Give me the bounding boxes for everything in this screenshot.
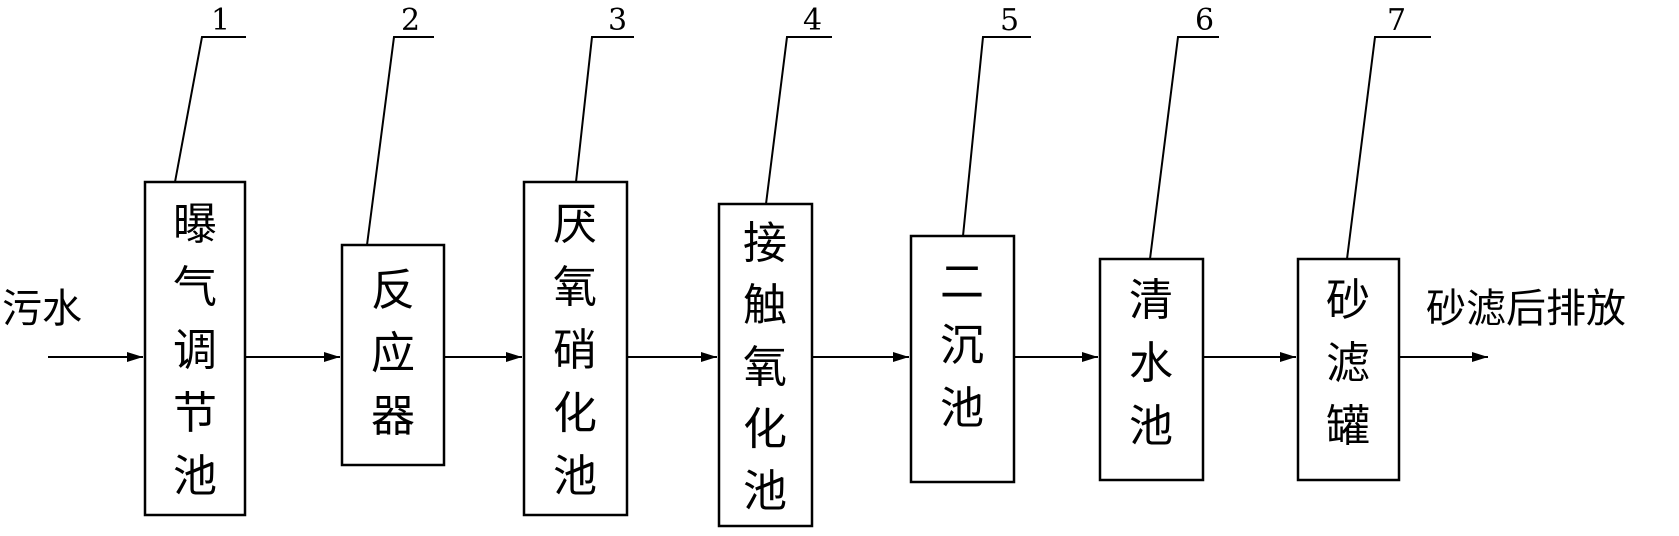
svg-text:砂: 砂 xyxy=(1326,275,1370,326)
input-label: 污水 xyxy=(2,286,82,332)
unit-4: 4 接 触 氧 化 池 xyxy=(717,3,832,528)
svg-text:厌: 厌 xyxy=(553,199,597,250)
svg-text:清: 清 xyxy=(1129,275,1173,326)
svg-text:节: 节 xyxy=(173,388,217,439)
unit-name: 接 触 氧 化 池 xyxy=(743,218,787,517)
unit-1: 1 曝 气 调 节 池 xyxy=(143,3,247,517)
unit-number: 6 xyxy=(1195,3,1214,38)
svg-text:水: 水 xyxy=(1129,338,1173,389)
svg-text:触: 触 xyxy=(743,280,787,331)
svg-text:应: 应 xyxy=(371,328,415,379)
svg-text:化: 化 xyxy=(743,404,787,455)
svg-text:二: 二 xyxy=(940,257,984,308)
unit-name: 砂 滤 罐 xyxy=(1326,275,1370,452)
svg-text:池: 池 xyxy=(173,451,217,502)
svg-text:调: 调 xyxy=(173,325,217,376)
svg-text:池: 池 xyxy=(553,451,597,502)
svg-text:池: 池 xyxy=(940,383,984,434)
svg-text:氧: 氧 xyxy=(553,262,597,313)
unit-number: 2 xyxy=(401,3,420,38)
unit-number: 5 xyxy=(1000,3,1019,38)
svg-text:接: 接 xyxy=(743,218,787,269)
svg-text:气: 气 xyxy=(173,262,217,313)
unit-3: 3 厌 氧 硝 化 池 xyxy=(522,3,634,517)
unit-name: 曝 气 调 节 池 xyxy=(173,199,217,502)
unit-number: 7 xyxy=(1387,3,1406,38)
svg-text:沉: 沉 xyxy=(940,320,984,371)
svg-text:池: 池 xyxy=(1129,401,1173,452)
unit-5: 5 二 沉 池 xyxy=(909,3,1031,484)
unit-name: 反 应 器 xyxy=(371,265,415,442)
unit-7: 7 砂 滤 罐 xyxy=(1296,3,1431,482)
unit-6: 6 清 水 池 xyxy=(1098,3,1219,482)
unit-number: 4 xyxy=(803,3,822,38)
unit-name: 清 水 池 xyxy=(1129,275,1173,452)
unit-name: 厌 氧 硝 化 池 xyxy=(553,199,597,502)
unit-name: 二 沉 池 xyxy=(940,257,984,434)
svg-text:滤: 滤 xyxy=(1326,338,1370,389)
unit-number: 3 xyxy=(608,3,627,38)
svg-text:氧: 氧 xyxy=(743,342,787,393)
svg-text:化: 化 xyxy=(553,388,597,439)
svg-text:罐: 罐 xyxy=(1326,401,1370,452)
unit-2: 2 反 应 器 xyxy=(340,3,446,467)
svg-text:反: 反 xyxy=(371,265,415,316)
svg-text:硝: 硝 xyxy=(553,325,597,376)
svg-text:曝: 曝 xyxy=(173,199,217,250)
unit-number: 1 xyxy=(211,3,230,38)
svg-text:器: 器 xyxy=(371,391,415,442)
output-label: 砂滤后排放 xyxy=(1426,286,1626,332)
svg-text:池: 池 xyxy=(743,466,787,517)
